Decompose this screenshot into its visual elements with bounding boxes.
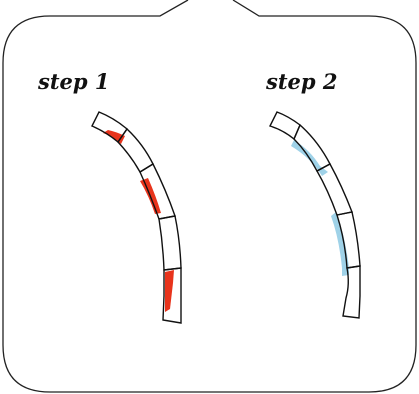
step-2-strip: [269, 111, 361, 319]
step-2-label: step 2: [265, 69, 338, 94]
step-1-label: step 1: [37, 69, 110, 94]
step-2-segment-5: [342, 265, 361, 319]
step-1-mark-bottom: [165, 270, 174, 312]
step-1-strip: [91, 111, 182, 324]
step-1-segment-5: [162, 267, 182, 324]
step-2-highlight-lower: [331, 212, 349, 276]
step-1-segment-2: [117, 127, 154, 173]
step-1-segment-4: [158, 215, 182, 271]
